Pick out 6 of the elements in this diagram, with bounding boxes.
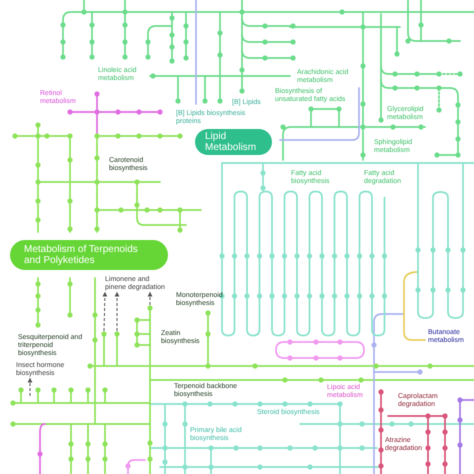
dashed-arrow bbox=[28, 378, 32, 396]
dashed-arrow bbox=[102, 292, 108, 332]
category-pill: Metabolism of Terpenoids and Polyketides bbox=[10, 240, 168, 270]
dashed-arrow bbox=[148, 292, 152, 306]
category-pill: Lipid Metabolism bbox=[195, 129, 272, 155]
dashed-arrow bbox=[114, 292, 120, 332]
